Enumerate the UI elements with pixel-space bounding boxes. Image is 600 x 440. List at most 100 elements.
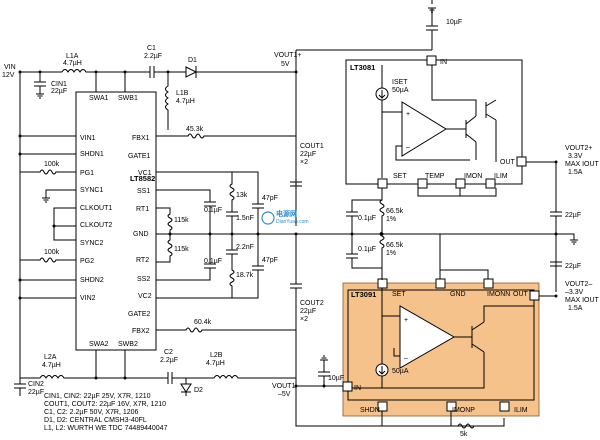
lt3081-set: SET	[393, 173, 407, 180]
c10u-top-label: 10µF	[446, 19, 462, 26]
vc1-comp	[156, 171, 238, 234]
watermark-text: 电源网	[276, 209, 297, 218]
r604k-label: 60.4k	[194, 319, 212, 326]
c01-a-label: 0.1µF	[204, 207, 222, 214]
opamp-plus: +	[406, 111, 410, 118]
note-5: L1, L2: WURTH WE TDC 74489440047	[44, 425, 168, 432]
lt3091-out: OUT	[513, 291, 529, 298]
cin2-label: CIN2	[28, 381, 44, 388]
vout2p-value: 3.3V	[568, 153, 583, 160]
vout2m-label: VOUT2–	[565, 281, 592, 288]
pin-sync1: SYNC1	[80, 187, 103, 194]
node	[350, 232, 354, 236]
r100k-b-label: 100k	[44, 249, 60, 256]
c2-value: 2.2µF	[160, 357, 178, 364]
vout1m-label: VOUT1–	[272, 383, 299, 390]
c22n-label: 2.2nF	[236, 244, 254, 251]
cout2-cap	[290, 234, 302, 386]
vout1p-value: 5V	[281, 61, 290, 68]
wire	[378, 366, 386, 388]
r665-b-tol: 1%	[386, 250, 396, 257]
pin-vc1: VC1	[138, 170, 152, 177]
node	[94, 70, 98, 74]
l2b-inductor	[200, 375, 296, 379]
cout1-value: 22µF	[300, 151, 316, 158]
note-3: C1, C2: 2.2µF 50V, X7R, 1206	[44, 409, 139, 416]
d2-diode	[180, 378, 192, 396]
sw1-wires	[95, 72, 126, 92]
l2b-value: 4.7µH	[206, 360, 225, 367]
lt3091-imonn: IMONN	[487, 291, 510, 298]
r453-resistor	[156, 133, 296, 139]
pin-clkout2: CLKOUT2	[80, 222, 112, 229]
lt3091-opamp	[399, 305, 456, 369]
opamp-plus: +	[404, 317, 408, 324]
pin-pg1: PG1	[80, 170, 94, 177]
node	[230, 232, 234, 236]
note-1: CIN1, CIN2: 22µF 25V, X7R, 1210	[44, 393, 151, 400]
l1b-inductor	[165, 72, 169, 130]
opamp-minus: –	[404, 355, 408, 362]
l1a-value: 4.7µH	[63, 60, 82, 67]
pin-vin1: VIN1	[80, 135, 96, 142]
d2-label: D2	[194, 387, 203, 394]
node	[294, 384, 298, 388]
sw2-wires	[95, 350, 126, 378]
cout1-label: COUT1	[300, 143, 324, 150]
node	[123, 70, 127, 74]
lt8582-name: LT8582	[130, 174, 155, 183]
ground	[428, 7, 436, 13]
pin-gnd: GND	[133, 231, 149, 238]
lt3081-transistors	[431, 65, 497, 162]
c01-b-cap	[156, 234, 216, 281]
lt3081-pin	[417, 178, 428, 189]
r665-b-label: 66.5k	[386, 242, 404, 249]
node	[256, 232, 260, 236]
pin-pg2: PG2	[80, 258, 94, 265]
cout1-x2: ×2	[300, 159, 308, 166]
r665-a-tol: 1%	[386, 216, 396, 223]
lt3091-pin	[499, 401, 510, 412]
cout1-cap	[290, 181, 302, 187]
note-2: COUT1, COUT2: 22µF 16V, X7R, 1210	[44, 401, 166, 408]
l1b-label: L1B	[176, 90, 189, 97]
vout2m-value: –3.3V	[565, 289, 584, 296]
node	[208, 232, 212, 236]
r115k-a-label: 115k	[174, 217, 189, 224]
lt3081-bottom-link	[417, 188, 497, 197]
right-ground	[556, 233, 578, 245]
r115k-b-label: 115k	[174, 246, 189, 253]
c2-cap	[150, 372, 200, 384]
lt3081-out: OUT	[500, 159, 516, 166]
lt3091-pin	[435, 278, 446, 289]
c47p-b-cap	[232, 234, 264, 299]
note-4: D1, D2: CENTRAL CMSH3-40FL	[44, 417, 147, 424]
node	[554, 232, 558, 236]
vout2m-cur: 1.5A	[568, 305, 583, 312]
r604k-resistor	[156, 327, 296, 333]
lt3091-shdn: SHDN	[360, 407, 380, 414]
lt3091-pin	[342, 381, 353, 392]
lt3091-name: LT3091	[351, 290, 376, 299]
wire	[378, 65, 386, 99]
lt3091-src: 50µA	[392, 368, 409, 375]
lt3091-in: IN	[354, 385, 361, 392]
l1b-value: 4.7µH	[176, 98, 195, 105]
lt3091-internal-wires	[348, 288, 534, 389]
lt3081-internal-wires	[381, 100, 470, 178]
c10u-bot-label: 10µF	[328, 375, 344, 382]
c01-c-cap	[346, 199, 382, 234]
lt3081-pin	[426, 55, 437, 66]
node	[18, 296, 22, 300]
node	[52, 224, 56, 228]
c01-a-cap	[156, 189, 216, 234]
lt3081-pin	[455, 178, 466, 189]
pin-ss2: SS2	[137, 276, 150, 283]
node	[168, 232, 172, 236]
vout2p-label: VOUT2+	[565, 145, 592, 152]
pin-rt2: RT2	[136, 257, 149, 264]
c47p-b-label: 47pF	[262, 257, 278, 264]
c1-label: C1	[147, 45, 156, 52]
pin-swa1: SWA1	[89, 95, 109, 102]
r13k-label: 13k	[236, 192, 248, 199]
